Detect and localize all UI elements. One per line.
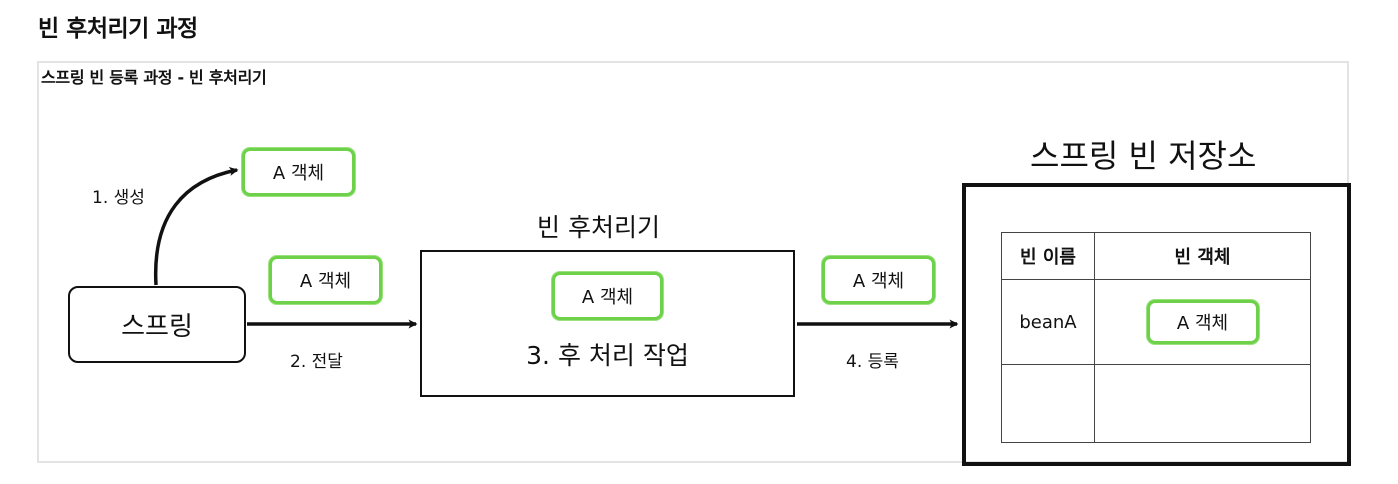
spring-label: 스프링 bbox=[121, 312, 193, 342]
bean-post-processor-box bbox=[420, 250, 795, 397]
object-registered-label: A 객체 bbox=[852, 271, 905, 292]
object-registered-box: A 객체 bbox=[822, 256, 935, 304]
object-stored-box: A 객체 bbox=[1146, 300, 1259, 344]
step2-label: 2. 전달 bbox=[290, 352, 343, 372]
bean-store-box bbox=[962, 183, 1351, 466]
table-header-name: 빈 이름 bbox=[1001, 232, 1095, 280]
object-delivered-label: A 객체 bbox=[299, 271, 352, 292]
arrow-create bbox=[153, 167, 239, 286]
object-created-box: A 객체 bbox=[242, 148, 355, 196]
diagram-title: 스프링 빈 등록 과정 - 빈 후처리기 bbox=[41, 68, 267, 87]
step4-label: 4. 등록 bbox=[846, 352, 899, 372]
table-header-object: 빈 객체 bbox=[1094, 232, 1311, 280]
bean-store-title: 스프링 빈 저장소 bbox=[1030, 137, 1257, 175]
step1-label: 1. 생성 bbox=[92, 188, 145, 208]
object-stored-label: A 객체 bbox=[1176, 313, 1229, 334]
bean-table: 빈 이름 빈 객체 beanA A 객체 bbox=[1001, 232, 1311, 443]
object-processing-box: A 객체 bbox=[552, 272, 663, 320]
object-created-label: A 객체 bbox=[272, 163, 325, 184]
object-processing-label: A 객체 bbox=[581, 287, 634, 308]
bean-object-cell-empty bbox=[1094, 364, 1311, 443]
spring-box: 스프링 bbox=[68, 286, 246, 363]
bean-name-cell: beanA bbox=[1001, 279, 1095, 365]
bean-post-processor-title: 빈 후처리기 bbox=[537, 213, 660, 242]
table-row: beanA A 객체 bbox=[1001, 279, 1311, 365]
page-title: 빈 후처리기 과정 bbox=[38, 16, 198, 42]
object-delivered-box: A 객체 bbox=[269, 256, 382, 304]
table-header-row: 빈 이름 빈 객체 bbox=[1001, 232, 1311, 280]
bean-name-cell-empty bbox=[1001, 364, 1095, 443]
bean-object-cell: A 객체 bbox=[1094, 279, 1311, 365]
post-processing-label: 3. 후 처리 작업 bbox=[526, 341, 689, 370]
table-row bbox=[1001, 364, 1311, 443]
